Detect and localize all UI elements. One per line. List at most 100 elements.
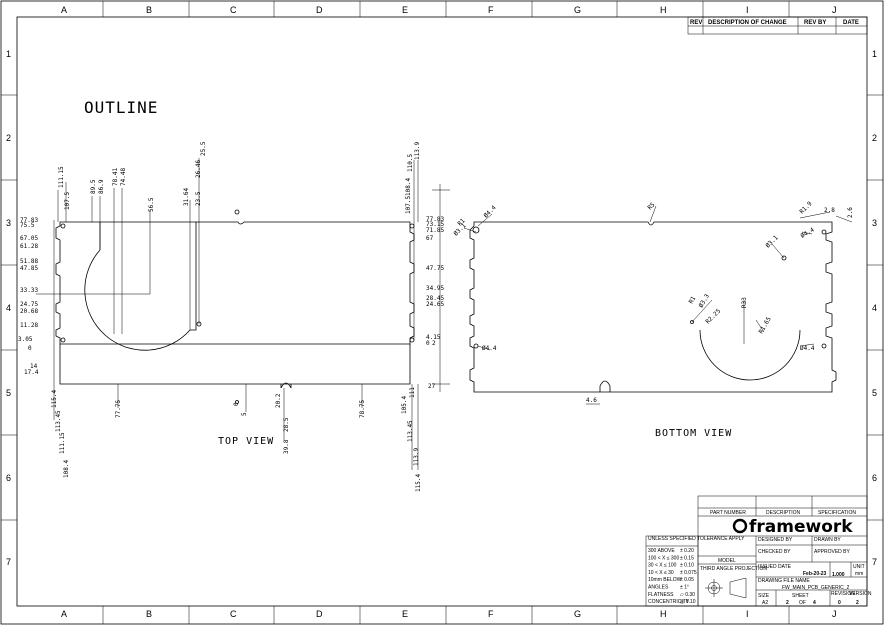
dim-label: 3.05 — [18, 336, 33, 343]
grid-col-label: E — [402, 5, 408, 15]
dim-label: Ø3.3 — [698, 293, 711, 309]
unit-label: UNIT — [853, 564, 865, 570]
dim-label: 5 — [241, 412, 248, 416]
grid-col-label: E — [402, 609, 408, 619]
grid-col-label: B — [146, 609, 152, 619]
dim-label: Ø3.1 — [764, 234, 779, 249]
grid-columns-top: A B C D E F G H I J — [61, 5, 837, 15]
top-view-dims-left: 77.83 75.5 67.05 61.28 51.88 47.85 33.33… — [18, 217, 39, 376]
grid-row-label: 1 — [872, 49, 877, 59]
top-view-dims-right: 77.83 73.15 71.85 67 47.75 34.95 28.45 2… — [426, 216, 444, 390]
tolerance-value: ± 0.05 — [680, 577, 694, 583]
tolerance-value: ◎ 0.10 — [680, 599, 696, 605]
grid-row-label: 7 — [872, 557, 877, 567]
grid-col-label: D — [316, 609, 323, 619]
dim-label: 77.75 — [115, 400, 122, 418]
dim-label: Ø4.4 — [482, 345, 497, 352]
dim-label: 51.88 — [20, 258, 38, 265]
dim-label: 24.65 — [426, 301, 444, 308]
top-view-dims-bottom: 115.4 113.45 111.15 108.4 77.75 5 0 20.2… — [51, 387, 422, 492]
dim-label: 2 — [432, 340, 436, 347]
grid-col-label: I — [746, 5, 749, 15]
dim-label: 2.6 — [847, 207, 854, 218]
dim-label: 39.8 — [283, 439, 290, 454]
dim-label: 113.9 — [414, 142, 421, 160]
grid-col-label: C — [230, 5, 237, 15]
grid-row-label: 5 — [6, 388, 11, 398]
dim-label: 28.45 — [426, 295, 444, 302]
grid-row-label: 2 — [6, 133, 11, 143]
grid-col-label: F — [488, 5, 494, 15]
grid-row-label: 7 — [6, 557, 11, 567]
dim-label: 14 — [30, 363, 38, 370]
dim-label: 74.48 — [120, 168, 127, 186]
dim-label: 26.46 — [195, 160, 202, 178]
dim-label: 0 — [426, 340, 430, 347]
file-name: FW_MAIN_PCB_GENERIC_2 — [782, 585, 849, 591]
grid-col-label: F — [488, 609, 494, 619]
grid-col-label: D — [316, 5, 323, 15]
projection-symbol-icon — [705, 577, 747, 599]
scale-value: 1.000 — [832, 572, 845, 578]
model-label: MODEL — [718, 558, 736, 564]
approved-by-label: APPROVED BY — [814, 549, 851, 555]
dim-label: 113.45 — [407, 420, 414, 442]
outline-title: OUTLINE — [84, 98, 158, 117]
grid-rows-right: 1 2 3 4 5 6 7 — [872, 49, 877, 567]
dim-label: 47.85 — [20, 265, 38, 272]
top-view-outline — [55, 209, 415, 404]
dim-label: 24.75 — [20, 301, 38, 308]
sheet-value: 2 — [786, 600, 789, 606]
grid-col-label: I — [746, 609, 749, 619]
tolerance-range: 30 < X ≤ 100 — [648, 563, 677, 569]
dim-label: R33 — [741, 297, 748, 308]
date-header: DATE — [843, 20, 859, 26]
dim-label: 75.5 — [20, 222, 35, 229]
title-block: PART NUMBER DESCRIPTION SPECIFICATION fr… — [697, 495, 872, 607]
tolerance-range: FLATNESS — [648, 592, 674, 598]
dim-label: 25.5 — [200, 141, 207, 156]
tolerance-block: UNLESS SPECIFIED TOLERANCE APPLY 300 ABO… — [645, 535, 745, 607]
tolerance-range: CONCENTRICITY — [648, 599, 690, 605]
revision-value: 0 — [838, 600, 841, 606]
grid-col-label: G — [574, 609, 581, 619]
dim-label: 34.95 — [426, 285, 444, 292]
rev-by-header: REV BY — [804, 20, 826, 26]
dim-label: 0 — [28, 345, 32, 352]
grid-row-label: 2 — [872, 133, 877, 143]
tolerance-value: ± 0.20 — [680, 548, 694, 554]
version-value: 2 — [856, 600, 859, 606]
grid-rows-left: 1 2 3 4 5 6 7 — [6, 49, 11, 567]
dim-label: 2.8 — [824, 207, 835, 214]
issued-date-label: ISSUED DATE — [758, 564, 792, 570]
dim-label: 108.4 — [405, 178, 412, 196]
bottom-view-label: BOTTOM VIEW — [655, 428, 732, 439]
dim-label: 111.15 — [58, 166, 65, 188]
checked-by-label: CHECKED BY — [758, 549, 791, 555]
dim-label: 23.5 — [195, 191, 202, 206]
dim-label: 4.6 — [586, 397, 597, 404]
dim-label: 115.4 — [51, 390, 58, 408]
dim-label: 71.85 — [426, 227, 444, 234]
grid-row-label: 3 — [6, 218, 11, 228]
dim-label: 111 — [409, 387, 416, 398]
dim-label: Ø3.1 — [452, 222, 467, 237]
grid-row-label: 1 — [6, 49, 11, 59]
grid-col-label: G — [574, 5, 581, 15]
size-value: A2 — [762, 600, 768, 606]
top-view-label: TOP VIEW — [218, 436, 274, 447]
issued-date: Feb-20-23 — [803, 571, 827, 577]
unit-value: mm — [855, 571, 863, 577]
tolerance-range: 300 ABOVE — [648, 548, 675, 554]
description-label: DESCRIPTION — [766, 510, 801, 516]
dim-label: 67.05 — [20, 235, 38, 242]
dim-label: 110.5 — [407, 154, 414, 172]
sheet-of: OF — [799, 600, 806, 606]
dim-label: 113.45 — [55, 410, 62, 432]
rev-header: REV — [690, 20, 702, 26]
grid-row-label: 6 — [872, 473, 877, 483]
projection-label: THIRD ANGLE PROJECTION — [700, 566, 767, 572]
grid-row-label: 5 — [872, 388, 877, 398]
